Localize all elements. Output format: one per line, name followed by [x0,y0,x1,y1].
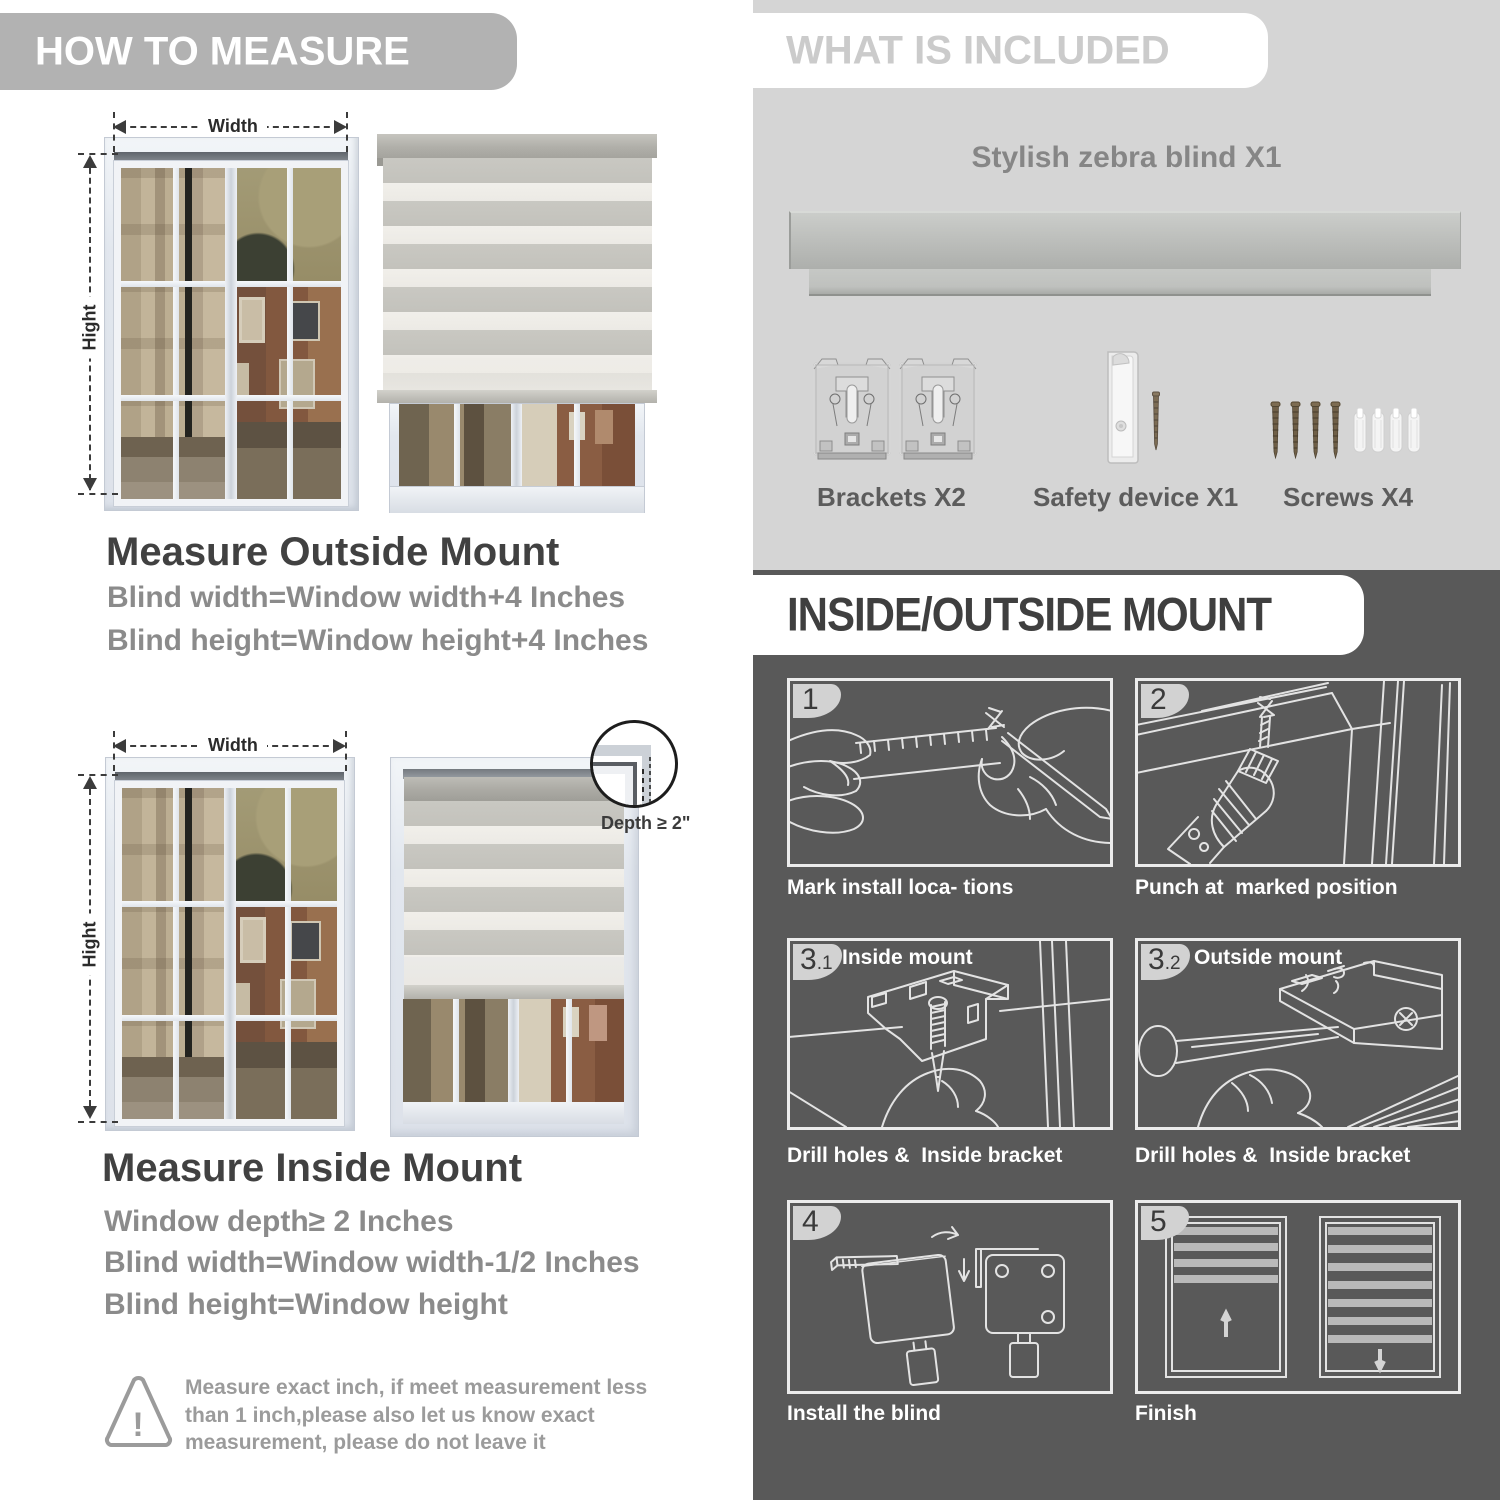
svg-text:!: ! [132,1406,143,1444]
